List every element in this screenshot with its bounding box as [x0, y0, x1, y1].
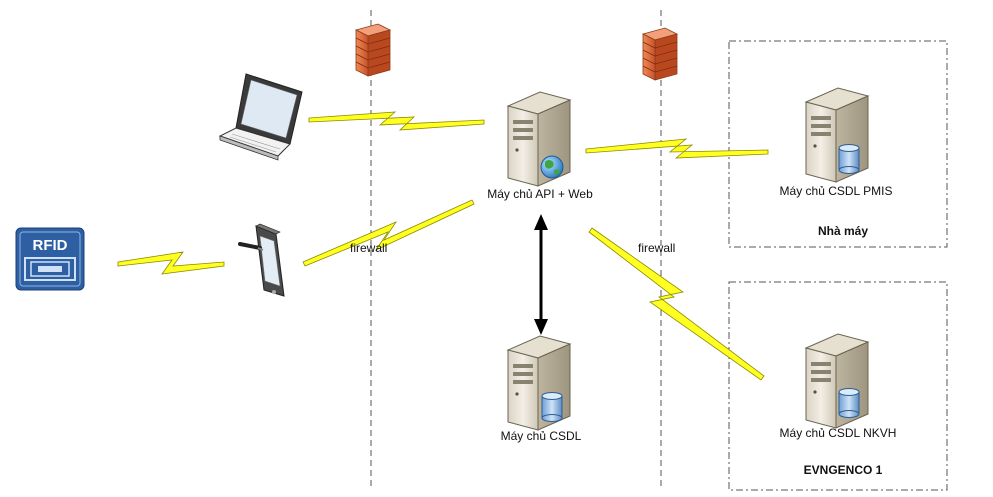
nkvh-server[interactable]: Máy chủ CSDL NKVH: [780, 333, 897, 440]
pmis-server[interactable]: Máy chủ CSDL PMIS: [780, 87, 893, 198]
link-laptop-api: [308, 111, 485, 131]
api-server-label: Máy chủ API + Web: [487, 187, 593, 201]
firewall-icon: [642, 27, 678, 81]
api-server[interactable]: Máy chủ API + Web: [487, 91, 593, 201]
link-api-db-arrow: [534, 214, 548, 335]
globe-icon: [540, 155, 564, 179]
laptop-icon[interactable]: [218, 73, 303, 161]
db-server-label: Máy chủ CSDL: [501, 429, 582, 443]
link-api-pmis: [585, 138, 769, 159]
link-tablet-api: [302, 199, 475, 267]
rfid-label: RFID: [33, 237, 68, 254]
zone-evngenco: [728, 281, 948, 491]
zone-plant-title: Nhà máy: [818, 224, 868, 238]
pmis-server-label: Máy chủ CSDL PMIS: [780, 184, 893, 198]
firewall-label-left: firewall: [350, 241, 387, 255]
rfid-tag-icon: RFID: [15, 227, 85, 291]
database-icon: [541, 392, 563, 422]
db-server[interactable]: Máy chủ CSDL: [501, 335, 582, 443]
zone-plant: [728, 40, 948, 248]
firewall-icon: [355, 23, 391, 77]
firewall-label-right: firewall: [638, 241, 675, 255]
nkvh-server-label: Máy chủ CSDL NKVH: [780, 426, 897, 440]
zone-evngenco-title: EVNGENCO 1: [804, 463, 883, 477]
link-rfid-tablet: [117, 251, 225, 275]
database-icon: [838, 388, 860, 418]
link-api-nkvh: [588, 227, 765, 381]
tablet-icon[interactable]: [238, 223, 285, 297]
database-icon: [838, 144, 860, 174]
